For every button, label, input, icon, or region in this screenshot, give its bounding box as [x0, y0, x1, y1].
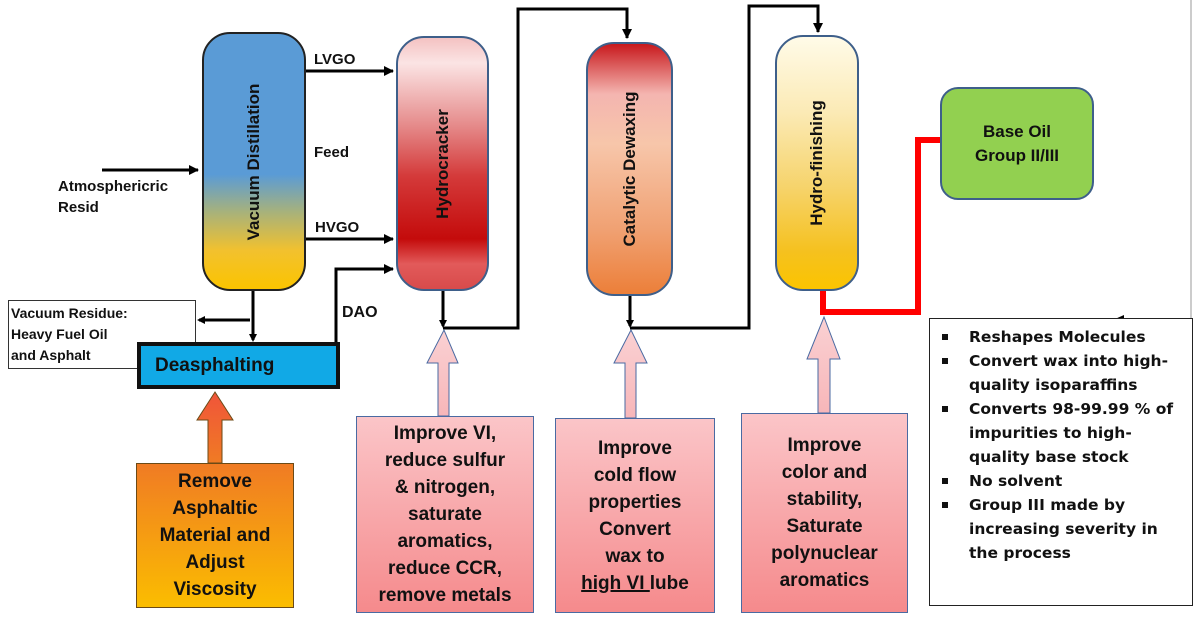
- hydrocracker-label: Hydrocracker: [432, 108, 452, 219]
- high-vi-underlined: high VI: [581, 572, 650, 594]
- note-line: Improve: [598, 437, 672, 459]
- base-oil-line1: Base Oil: [982, 121, 1052, 141]
- note-line: Saturate: [786, 516, 863, 537]
- lube-text: lube: [649, 572, 689, 594]
- vacuum-residue-box: Vacuum Residue: Heavy Fuel Oil and Aspha…: [8, 300, 196, 369]
- note-line: Convert: [599, 518, 671, 540]
- dw-up-arrow: [613, 328, 648, 419]
- note-line: wax to: [605, 545, 665, 567]
- note-line: Remove: [178, 471, 252, 492]
- note-line: high VI lube: [556, 570, 714, 597]
- note-line: aromatics,: [397, 531, 493, 552]
- note-line: Asphaltic: [172, 498, 258, 519]
- residue-line3: and Asphalt: [11, 347, 91, 363]
- hydrocracker-note: Improve VI, reduce sulfur & nitrogen, sa…: [356, 416, 534, 613]
- benefits-box: Reshapes Molecules Convert wax into high…: [929, 318, 1193, 606]
- note-line: cold flow: [593, 464, 677, 486]
- feed-in-label-line2: Resid: [58, 199, 99, 216]
- residue-line2: Heavy Fuel Oil: [11, 326, 108, 342]
- note-line: Viscosity: [173, 579, 257, 600]
- product-line: [820, 137, 940, 315]
- hydrofinishing-column: Hydro-finishing: [775, 35, 859, 291]
- note-line: reduce CCR,: [387, 558, 503, 579]
- benefit-item: Convert wax into high-quality isoparaffi…: [940, 349, 1188, 397]
- vacuum-distillation-label: Vacuum Distillation: [244, 83, 263, 240]
- hydrocracker-column: Hydrocracker: [396, 36, 489, 291]
- note-line: saturate: [408, 504, 482, 525]
- base-oil-box: Base Oil Group II/III: [940, 87, 1094, 200]
- deasphalting-unit: Deasphalting: [137, 342, 340, 389]
- catalytic-dewaxing-label: Catalytic Dewaxing: [619, 91, 639, 247]
- note-line: Adjust: [185, 552, 245, 573]
- hydrofinishing-note: Improve color and stability, Saturate po…: [741, 413, 908, 613]
- note-line: Improve: [787, 435, 862, 456]
- dewaxing-note: Improve cold flow properties Convert wax…: [555, 418, 715, 613]
- hc-up-arrow: [426, 328, 459, 417]
- note-line: & nitrogen,: [394, 477, 496, 498]
- hvgo-label: HVGO: [315, 219, 360, 236]
- deasphalting-note: Remove Asphaltic Material and Adjust Vis…: [136, 463, 294, 608]
- feed-in-label: Atmosphericric Resid: [58, 176, 168, 218]
- hf-up-arrow: [806, 315, 841, 414]
- vacuum-distillation-column: Vacuum Distillation: [202, 32, 306, 291]
- dao-arrow: [334, 264, 394, 344]
- feed-label: Feed: [314, 144, 350, 161]
- benefit-item: Reshapes Molecules: [940, 325, 1188, 349]
- deasph-up-arrow: [196, 391, 234, 464]
- note-line: Improve VI,: [393, 423, 497, 444]
- benefits-list: Reshapes Molecules Convert wax into high…: [940, 325, 1188, 565]
- note-line: aromatics: [779, 570, 870, 591]
- dewax-to-hf-line: [630, 4, 823, 330]
- benefit-item: Converts 98-99.99 % of impurities to hig…: [940, 397, 1188, 469]
- hydrofinishing-label: Hydro-finishing: [807, 100, 826, 226]
- deasphalting-label: Deasphalting: [155, 354, 275, 376]
- residue-line1: Vacuum Residue:: [11, 305, 128, 321]
- base-oil-line2: Group II/III: [974, 145, 1060, 165]
- note-line: Material and: [159, 525, 271, 546]
- benefit-item: Group III made by increasing severity in…: [940, 493, 1188, 565]
- lvgo-label: LVGO: [314, 51, 356, 68]
- note-line: polynuclear: [771, 543, 878, 564]
- note-line: color and: [781, 462, 868, 483]
- note-line: reduce sulfur: [384, 450, 506, 471]
- benefit-item: No solvent: [940, 469, 1188, 493]
- note-line: stability,: [786, 489, 863, 510]
- hc-to-dewax-line: [443, 7, 632, 330]
- dao-label: DAO: [342, 304, 378, 321]
- note-line: properties: [588, 491, 682, 513]
- feed-in-label-line1: Atmosphericric: [58, 178, 169, 195]
- catalytic-dewaxing-column: Catalytic Dewaxing: [586, 42, 673, 296]
- note-line: remove metals: [378, 585, 512, 606]
